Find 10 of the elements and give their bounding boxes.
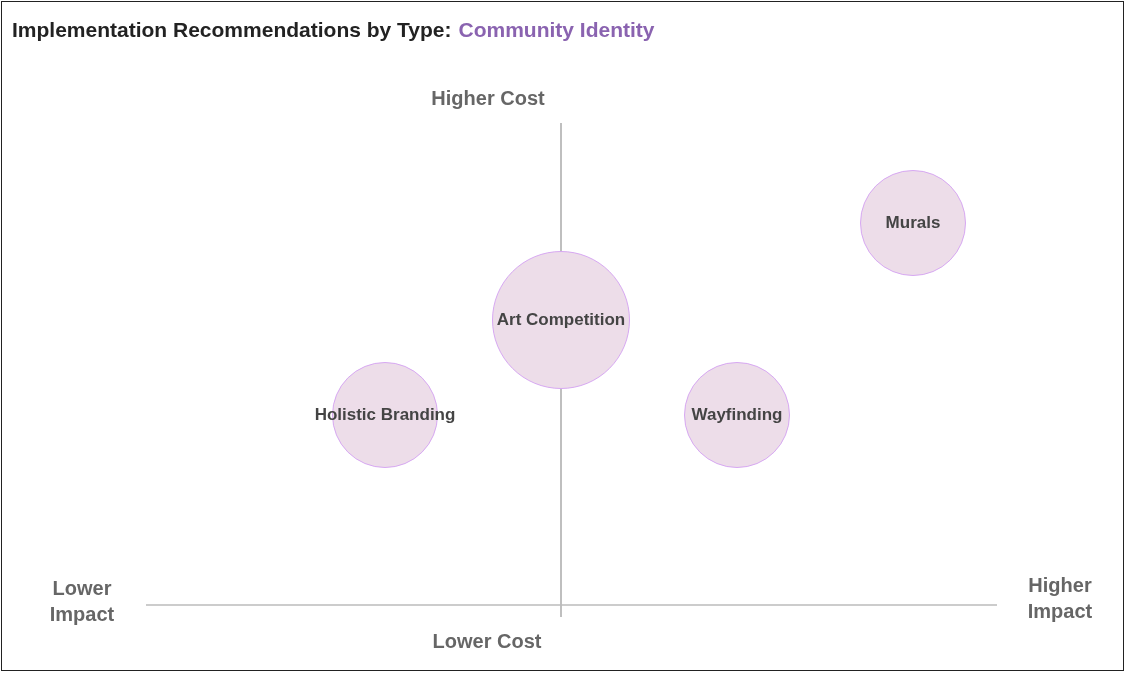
chart-title: Implementation Recommendations by Type: bbox=[12, 18, 452, 42]
bubble-label: Wayfinding bbox=[691, 405, 783, 425]
bubble-label: Art Competition bbox=[496, 310, 626, 330]
axis-label: Higher Impact bbox=[1026, 573, 1094, 624]
bubble-label: Murals bbox=[885, 213, 941, 233]
axis-label: Higher Cost bbox=[431, 86, 545, 111]
chart-subtitle: Community Identity bbox=[458, 18, 655, 42]
axis-label: Lower Cost bbox=[432, 629, 542, 654]
axis-label: Lower Impact bbox=[48, 576, 116, 627]
bubble-label: Holistic Branding bbox=[314, 405, 456, 425]
